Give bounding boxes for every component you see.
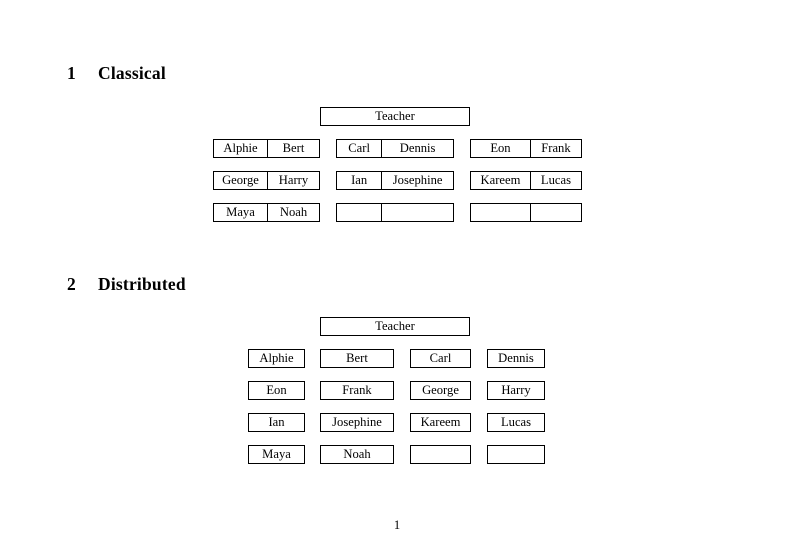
student-cell: George: [222, 173, 259, 188]
distributed-student-box: Lucas: [487, 413, 545, 432]
student-cell: [337, 204, 381, 221]
student-cell: Carl: [348, 141, 370, 156]
student-cell: Josephine: [381, 172, 453, 189]
classical-student-pair: Alphie Bert: [213, 139, 320, 158]
distributed-teacher-box: Teacher: [320, 317, 470, 336]
classical-student-pair: Eon Frank: [470, 139, 582, 158]
distributed-student-box: Maya: [248, 445, 305, 464]
student-cell: Alphie: [223, 141, 258, 156]
classical-student-pair: Ian Josephine: [336, 171, 454, 190]
distributed-student-box: George: [410, 381, 471, 400]
student-cell: Harry: [266, 172, 319, 189]
classical-student-pair: George Harry: [213, 171, 320, 190]
classical-teacher-box: Teacher: [320, 107, 470, 126]
student-cell: [381, 204, 453, 221]
student-cell: Eon: [490, 141, 511, 156]
distributed-student-box: [410, 445, 471, 464]
classical-student-pair: Carl Dennis: [336, 139, 454, 158]
distributed-student-box: Carl: [410, 349, 471, 368]
student-cell: Lucas: [529, 172, 581, 189]
section-title: Classical: [98, 63, 166, 83]
section-number: 1: [67, 63, 76, 83]
classical-student-pair: Maya Noah: [213, 203, 320, 222]
distributed-student-box: Josephine: [320, 413, 394, 432]
distributed-student-box: Noah: [320, 445, 394, 464]
section-heading-classical: 1 Classical: [67, 63, 166, 84]
classical-student-pair: [336, 203, 454, 222]
student-cell: Dennis: [381, 140, 453, 157]
classical-student-pair: [470, 203, 582, 222]
distributed-student-box: Kareem: [410, 413, 471, 432]
student-cell: Ian: [351, 173, 368, 188]
distributed-student-box: Eon: [248, 381, 305, 400]
section-number: 2: [67, 274, 76, 294]
page-number: 1: [393, 518, 401, 532]
student-cell: Kareem: [480, 173, 521, 188]
distributed-student-box: Frank: [320, 381, 394, 400]
distributed-student-box: [487, 445, 545, 464]
distributed-student-box: Dennis: [487, 349, 545, 368]
classical-student-pair: Kareem Lucas: [470, 171, 582, 190]
student-cell: Bert: [266, 140, 319, 157]
distributed-student-box: Ian: [248, 413, 305, 432]
student-cell: [529, 204, 581, 221]
section-heading-distributed: 2 Distributed: [67, 274, 186, 295]
student-cell: Frank: [529, 140, 581, 157]
distributed-student-box: Alphie: [248, 349, 305, 368]
student-cell: Noah: [266, 204, 319, 221]
distributed-student-box: Bert: [320, 349, 394, 368]
student-cell: [471, 204, 530, 221]
section-title: Distributed: [98, 274, 186, 294]
distributed-student-box: Harry: [487, 381, 545, 400]
student-cell: Maya: [226, 205, 255, 220]
